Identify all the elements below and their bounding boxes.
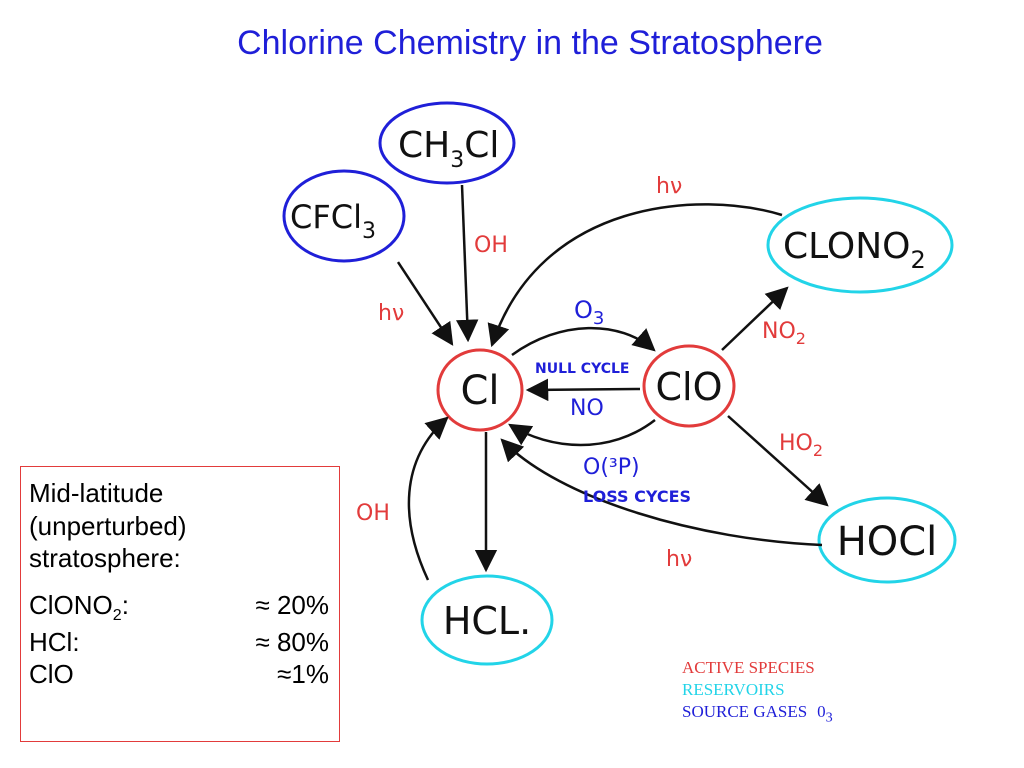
o3-label: O3 [574, 296, 604, 329]
arrow-clono2-to-cl [487, 203, 783, 348]
cfcl3-node [282, 169, 406, 263]
hcl-node [420, 574, 554, 666]
info-row-hcl: HCl: ≈ 80% [29, 626, 329, 657]
info-heading: Mid-latitude (unperturbed) stratosphere: [29, 478, 187, 573]
hv-label-cfcl3: hν [378, 301, 404, 326]
arrow-clo-to-cl-no [525, 378, 641, 402]
loss-cycles-label: LOSS CYCES [583, 487, 691, 506]
arrow-hcl-to-cl [407, 416, 449, 581]
arrow-cl-to-clo-o3 [511, 326, 656, 357]
clo-label: ClO [655, 365, 722, 409]
clono2-node [766, 196, 954, 294]
cl-label: Cl [460, 368, 499, 414]
o3p-label: O(³P) [583, 455, 640, 480]
arrow-clo-to-clono2 [721, 286, 789, 351]
arrow-cfcl3-to-cl [396, 261, 454, 346]
slide-title: Chlorine Chemistry in the Stratosphere [237, 24, 823, 62]
info-row-clo: ClO ≈1% [29, 659, 329, 690]
ho2-label: HO2 [779, 431, 823, 460]
arrow-ch3cl-to-cl [455, 184, 479, 343]
null-cycle-label: NULL CYCLE [535, 361, 629, 377]
legend-reservoirs: RESERVOIRS [682, 680, 785, 699]
hocl-label: HOCl [837, 519, 938, 565]
legend-active-species: ACTIVE SPECIES [682, 658, 815, 677]
oh-label-hcl: OH [356, 501, 390, 526]
hv-label-hocl: hν [666, 547, 692, 572]
hcl-label: HCL. [443, 599, 531, 643]
legend-o3: 03 [817, 702, 833, 726]
info-row-clono2: ClONO2: ≈ 20% [29, 589, 329, 624]
ch3cl-node [378, 101, 516, 185]
no2-label: NO2 [762, 319, 806, 348]
arrow-clo-to-hocl [727, 415, 829, 507]
arrow-clo-to-cl-o3p [508, 419, 656, 447]
no-label: NO [570, 396, 604, 421]
arrow-hocl-to-cl [500, 438, 823, 547]
clono2-label: CLONO2 [783, 226, 926, 274]
hv-label-clono2: hν [656, 174, 682, 199]
info-box: Mid-latitude (unperturbed) stratosphere:… [20, 466, 340, 742]
oh-label-ch3cl: OH [474, 233, 508, 258]
ch3cl-label: CH3Cl [398, 125, 499, 173]
cl-node [436, 348, 524, 432]
cfcl3-label: CFCl3 [290, 198, 376, 244]
hocl-node [817, 496, 957, 584]
clo-node [642, 344, 736, 428]
